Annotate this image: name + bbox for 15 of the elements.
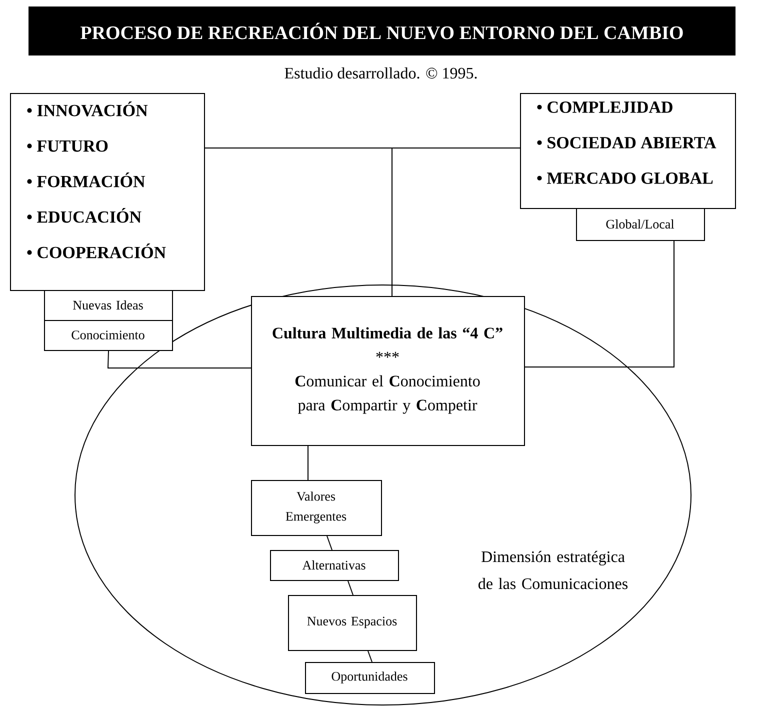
label-box: Nuevos Espacios <box>288 595 417 651</box>
label-box: Oportunidades <box>305 662 435 694</box>
connector-line <box>108 350 252 368</box>
connector-line <box>326 536 332 550</box>
subtitle: Estudio desarrollado. © 1995. <box>284 67 477 79</box>
connector-line <box>348 580 354 596</box>
label-box: Global/Local <box>576 208 705 241</box>
connector-line <box>524 240 674 368</box>
label-box: Conocimiento <box>44 320 173 351</box>
label-box: Nuevas Ideas <box>44 290 173 321</box>
connector-line <box>392 148 520 296</box>
label-box: Alternativas <box>270 550 399 581</box>
title-banner: PROCESO DE RECREACIÓN DEL NUEVO ENTORNO DEL CAMBIO <box>28 6 736 56</box>
label-box: Valores Emergentes <box>251 480 382 536</box>
connector-line <box>368 650 372 662</box>
